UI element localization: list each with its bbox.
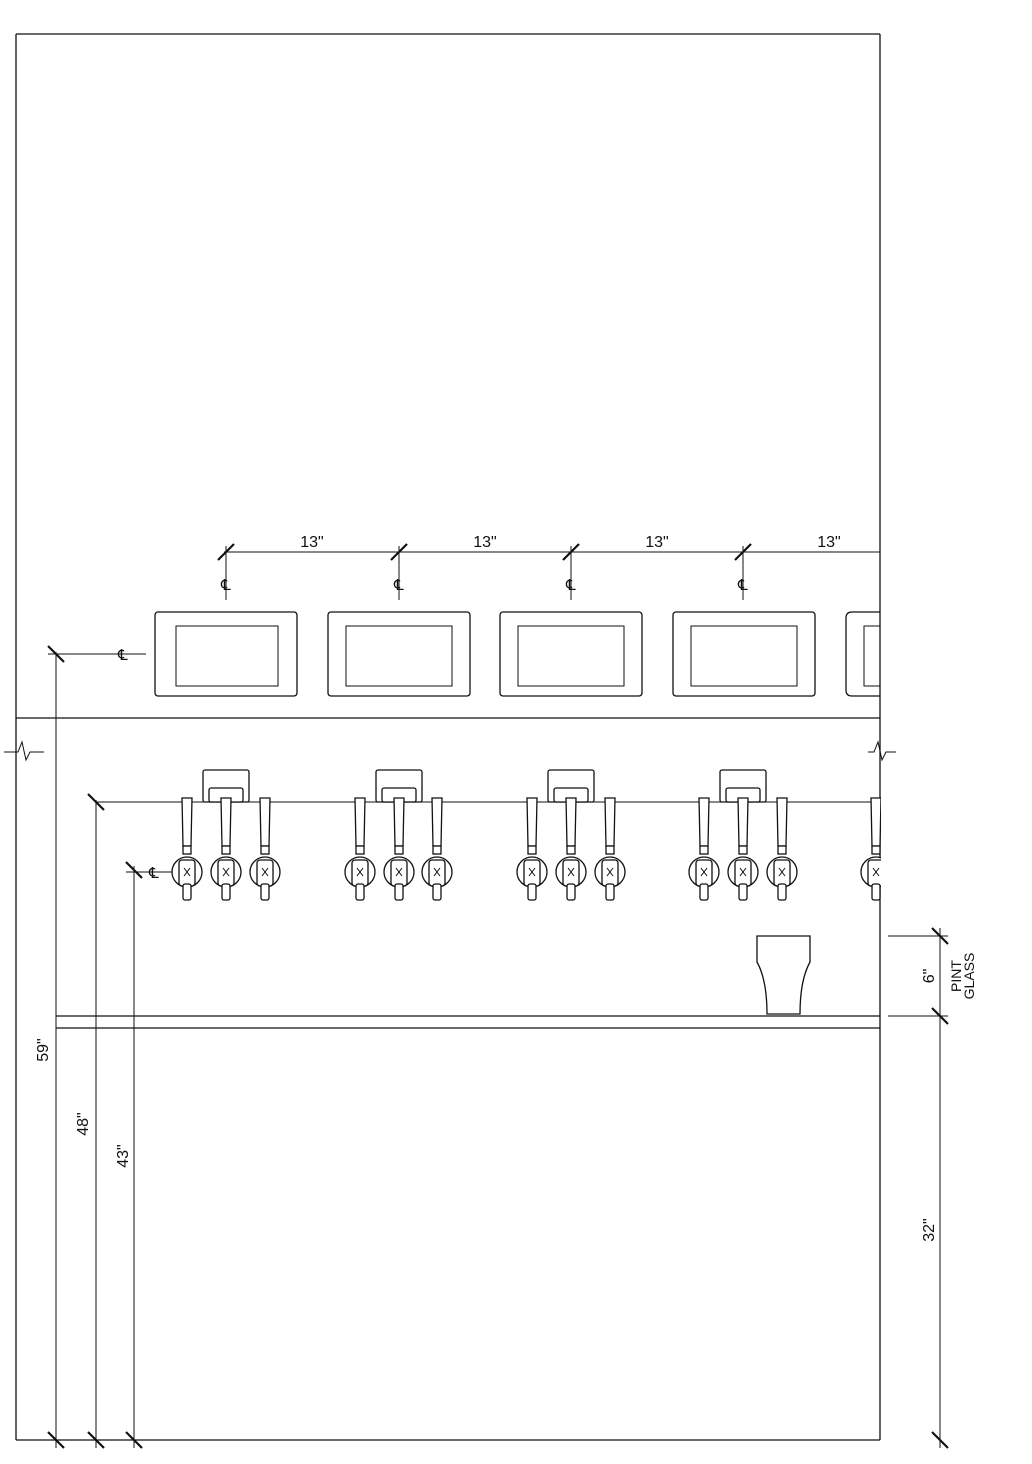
pint-glass-label-line1: PINT [948, 960, 964, 992]
spacing-label-4: 13" [817, 534, 840, 551]
beer-tap [727, 797, 759, 901]
monitor-1 [154, 611, 298, 697]
break-mark-left [4, 740, 44, 762]
dimension-48-label: 48" [75, 1112, 92, 1135]
dimension-48 [87, 793, 105, 1449]
centerline-symbol: ℄ [565, 577, 576, 594]
beer-tap [766, 797, 798, 901]
centerline-symbol: ℄ [220, 577, 231, 594]
beer-tap [210, 797, 242, 901]
tap-tower-brackets [202, 769, 767, 803]
break-mark-right [868, 740, 896, 762]
pint-glass [756, 935, 811, 1015]
wall-edge-mask [881, 790, 911, 910]
counter-top [56, 1015, 880, 1029]
beer-tap [555, 797, 587, 901]
pint-glass-label-line2: GLASS [961, 953, 977, 1000]
dimension-6-label: 6" [921, 969, 938, 984]
beer-tap [516, 797, 548, 901]
dimension-43-label: 43" [115, 1144, 132, 1167]
beer-tap [344, 797, 376, 901]
dimension-43: ℄ [125, 861, 172, 1449]
monitor-2 [327, 611, 471, 697]
centerline-symbol: ℄ [148, 865, 159, 882]
spacing-label-3: 13" [645, 534, 668, 551]
beer-taps [171, 797, 892, 901]
spacing-label-2: 13" [473, 534, 496, 551]
beer-tap [171, 797, 203, 901]
dimension-59-label: 59" [35, 1038, 52, 1061]
monitor-4 [672, 611, 816, 697]
centerline-symbol: ℄ [737, 577, 748, 594]
monitor-centerlines [217, 543, 752, 600]
centerline-symbol: ℄ [393, 577, 404, 594]
dimension-59: ℄ [47, 645, 146, 1449]
beer-tap [249, 797, 281, 901]
dimension-right [888, 927, 949, 1449]
centerline-symbol: ℄ [117, 647, 128, 664]
wall-outline [15, 33, 881, 1441]
beer-tap [594, 797, 626, 901]
beer-tap [383, 797, 415, 901]
beer-tap [421, 797, 453, 901]
spacing-label-1: 13" [300, 534, 323, 551]
monitor-3 [499, 611, 643, 697]
beer-tap [688, 797, 720, 901]
monitor-5-partial [845, 611, 880, 697]
dimension-32-label: 32" [921, 1218, 938, 1241]
centerline-symbols-monitors: ℄ ℄ ℄ ℄ [220, 577, 748, 594]
